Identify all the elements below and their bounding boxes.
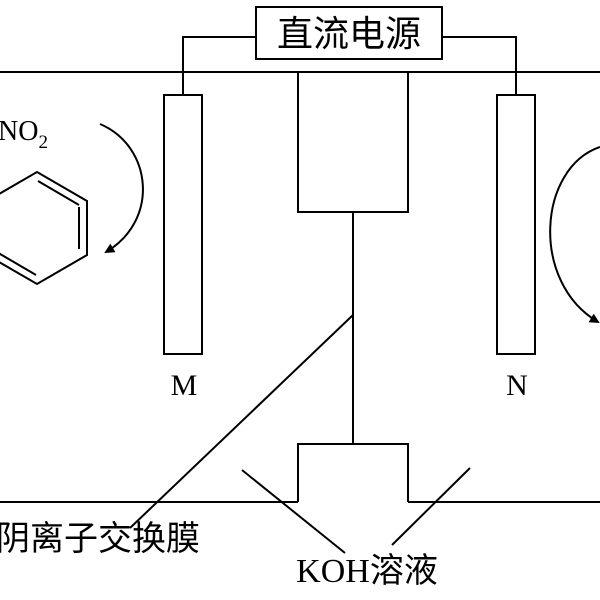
top-partition [297, 72, 409, 213]
electrode-n: N [496, 94, 536, 402]
power-supply-box [255, 6, 443, 60]
nitro-subscript: 2 [38, 132, 48, 153]
wire-to-n [442, 36, 517, 95]
electrode-m-plate [163, 94, 203, 355]
benzene-hexagon [0, 170, 88, 286]
power-supply: 直流电源 [255, 6, 443, 60]
benzene-double-bond-lower [0, 252, 37, 276]
benzene-ring [0, 170, 88, 286]
koh-solution-label: KOH溶液 [296, 552, 438, 590]
electrode-m: M [163, 94, 203, 402]
wire-to-m [182, 36, 256, 95]
electrode-m-label: M [171, 369, 198, 402]
power-supply-label: 直流电源 [277, 14, 421, 54]
right-reaction-arrow [549, 146, 600, 324]
bottom-outlet [297, 443, 409, 502]
membrane-leader-line [129, 314, 354, 529]
benzene-double-bond-upper [37, 180, 80, 206]
svg-text:NO2: NO2 [0, 116, 48, 153]
koh-leader-line-left [241, 469, 346, 554]
electrode-n-plate [496, 94, 536, 355]
membrane-label: 阴离子交换膜 [0, 520, 200, 558]
nitro-formula: NO [0, 116, 38, 147]
koh-leader-line-right [391, 467, 471, 546]
left-reaction-arrow [99, 123, 144, 254]
cell-container [0, 71, 600, 503]
electrode-n-label: N [506, 369, 528, 402]
nitro-group-label: NO2 [0, 116, 48, 153]
